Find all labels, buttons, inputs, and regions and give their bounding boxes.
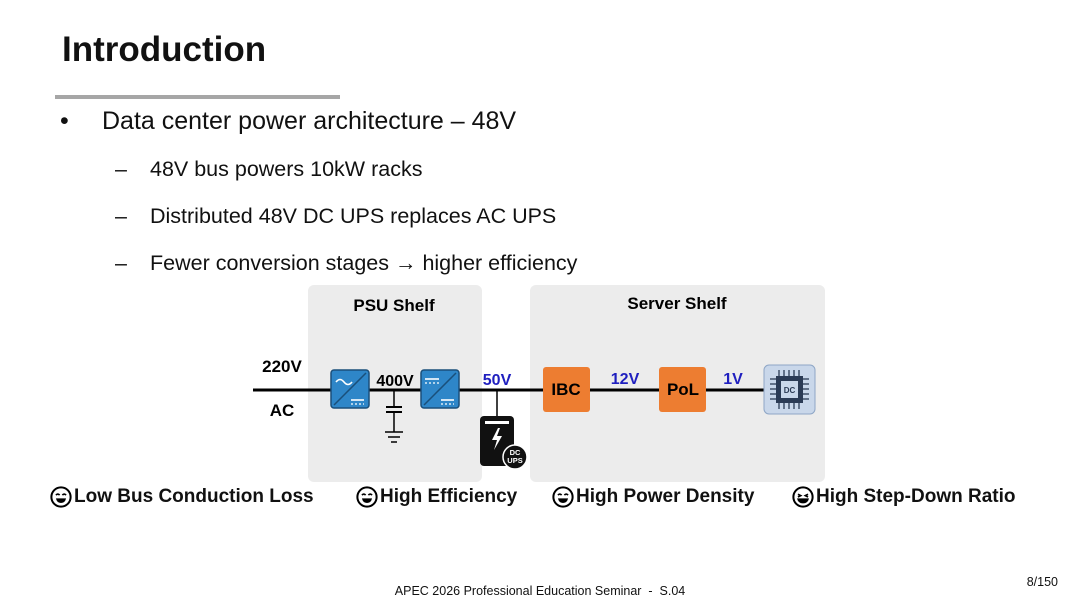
- dc-dc-converter-icon: [420, 369, 460, 409]
- ground-icon: [385, 431, 403, 443]
- benefit-item: High Efficiency: [356, 486, 517, 508]
- benefit-item: High Power Density: [552, 486, 754, 508]
- bullet-dot: •: [60, 107, 69, 135]
- main-bullet: • Data center power architecture – 48V: [60, 107, 516, 136]
- pol-block: [659, 367, 706, 412]
- dc-ups-icon: DC UPS: [480, 416, 528, 470]
- ibc-block: [543, 367, 590, 412]
- capacitor-icon: [386, 390, 402, 432]
- smiley-icon: [356, 486, 378, 508]
- page-number: 8/150: [1026, 575, 1058, 589]
- smiley-icon: [552, 486, 574, 508]
- ibc-label: IBC: [551, 380, 580, 399]
- input-voltage-label: 220V: [262, 357, 302, 376]
- pol-label: PoL: [667, 380, 699, 399]
- benefit-text: High Power Density: [576, 486, 755, 507]
- dash: –: [115, 204, 127, 228]
- dash: –: [115, 251, 127, 275]
- benefit-text: Low Bus Conduction Loss: [74, 486, 314, 507]
- benefits-row: Low Bus Conduction Loss High Efficiency …: [50, 486, 1050, 516]
- processor-chip-icon: DC: [763, 364, 816, 415]
- laughing-icon: [792, 486, 814, 508]
- bus-400v-label: 400V: [376, 373, 414, 390]
- sub-bullet: –Fewer conversion stages → higher effici…: [115, 251, 577, 276]
- main-bullet-text: Data center power architecture – 48V: [102, 107, 517, 135]
- input-ac-label: AC: [270, 401, 295, 420]
- ups-text: UPS: [507, 456, 522, 465]
- title-underline: [55, 95, 340, 99]
- chip-label: DC: [784, 386, 796, 395]
- ac-dc-converter-icon: [330, 369, 370, 409]
- bus-1v-label: 1V: [723, 371, 743, 388]
- footer-text: APEC 2026 Professional Education Seminar…: [394, 584, 686, 598]
- sub-bullet-text: Fewer conversion stages → higher efficie…: [150, 251, 578, 275]
- dash: –: [115, 157, 127, 181]
- sub-bullet: –Distributed 48V DC UPS replaces AC UPS: [115, 204, 556, 229]
- psu-shelf-label: PSU Shelf: [353, 296, 435, 315]
- benefit-text: High Step-Down Ratio: [816, 486, 1016, 507]
- sub-bullet: –48V bus powers 10kW racks: [115, 157, 422, 182]
- smiley-icon: [50, 486, 72, 508]
- benefit-item: High Step-Down Ratio: [792, 486, 1015, 508]
- footer: APEC 2026 Professional Education Seminar…: [0, 584, 1080, 598]
- server-shelf-label: Server Shelf: [627, 294, 727, 313]
- slide-title: Introduction: [62, 30, 267, 69]
- benefit-text: High Efficiency: [380, 486, 518, 507]
- sub-bullet-text: 48V bus powers 10kW racks: [150, 157, 423, 181]
- benefit-item: Low Bus Conduction Loss: [50, 486, 314, 508]
- bus-50v-label: 50V: [483, 372, 512, 389]
- psu-shelf: [308, 285, 482, 482]
- bus-12v-label: 12V: [611, 371, 640, 388]
- ups-dc-text: DC: [510, 448, 521, 457]
- sub-bullet-text: Distributed 48V DC UPS replaces AC UPS: [150, 204, 557, 228]
